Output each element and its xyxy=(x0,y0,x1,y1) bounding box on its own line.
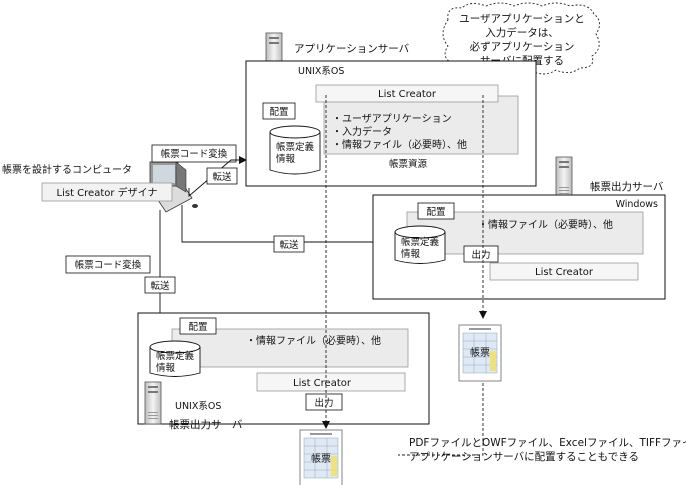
unix-list-creator-label: List Creator xyxy=(293,378,352,389)
windows-server-os: Windows xyxy=(616,199,658,210)
unix-resource-box xyxy=(171,328,409,368)
app-db-line-1: 帳票定義 xyxy=(276,141,315,153)
windows-list-creator-label: List Creator xyxy=(535,267,594,278)
app-item-2: ・入力データ xyxy=(332,125,392,138)
windows-db-line-1: 帳票定義 xyxy=(401,236,440,248)
windows-placement-label: 配置 xyxy=(426,207,445,218)
unix-db-line-1: 帳票定義 xyxy=(156,350,195,362)
unix-server-os: UNIX系OS xyxy=(175,401,221,412)
transfer-tag-2 xyxy=(273,235,305,253)
app-list-creator-label: List Creator xyxy=(378,89,437,100)
windows-output-label: 出力 xyxy=(471,249,490,261)
note-line-2: アプリケーションサーバに配置することもできる xyxy=(409,451,639,463)
unix-placement-label: 配置 xyxy=(188,322,207,333)
app-list-creator-box xyxy=(315,84,499,103)
app-definition-db-icon xyxy=(269,125,321,175)
app-item-3: ・情報ファイル（必要時）、他 xyxy=(332,138,467,151)
unix-server-icon xyxy=(144,381,162,425)
designer-computer-label: 帳票を設計するコンピュータ xyxy=(2,163,132,176)
app-server-title: アプリケーションサーバ xyxy=(294,43,410,55)
unix-output-tag xyxy=(305,393,343,411)
windows-item-1: ・情報ファイル（必要時）、他 xyxy=(478,218,613,231)
designer-app-label: List Creator デザイナ xyxy=(57,186,158,199)
transfer-label-3: 転送 xyxy=(150,280,170,292)
note-line-1: PDFファイルとOWFファイル、Excelファイル、TIFFファイルは xyxy=(409,437,686,449)
transfer-tag-3 xyxy=(144,276,176,294)
arrow-to-windows-server xyxy=(181,205,393,246)
conversion-tag-top xyxy=(151,144,237,163)
windows-server-icon xyxy=(555,156,573,200)
app-db-line-2: 情報 xyxy=(276,153,296,165)
unix-list-creator-box xyxy=(256,372,406,392)
designer-app-box xyxy=(41,182,173,202)
transfer-label-1: 転送 xyxy=(212,171,232,183)
windows-placement-tag xyxy=(417,202,455,220)
report-label-bottom: 帳票 xyxy=(311,452,331,465)
callout-line-1: ユーザアプリケーションと xyxy=(459,13,585,25)
unix-output-label: 出力 xyxy=(314,397,333,409)
unix-placement-tag xyxy=(179,317,217,335)
windows-output-tag xyxy=(463,245,499,263)
windows-definition-db-icon xyxy=(394,225,446,264)
callout-line-3: 必ずアプリケーション xyxy=(470,40,575,53)
app-item-1: ・ユーザアプリケーション xyxy=(332,113,452,125)
transfer-label-2: 転送 xyxy=(279,239,299,251)
unix-db-line-2: 情報 xyxy=(156,362,176,374)
app-resource-label: 帳票資源 xyxy=(389,158,428,170)
unix-server-title: 帳票出力サーバ xyxy=(169,418,243,431)
callout-line-2: 入力データは、 xyxy=(485,26,559,39)
transfer-tag-1 xyxy=(206,167,238,185)
windows-db-line-2: 情報 xyxy=(401,248,421,260)
windows-list-creator-box xyxy=(489,262,639,281)
app-placement-label: 配置 xyxy=(269,107,288,118)
windows-server-title: 帳票出力サーバ xyxy=(590,180,664,193)
callout-cloud: ユーザアプリケーションと 入力データは、 必ずアプリケーション サーバに配置する xyxy=(442,2,600,75)
app-server-os: UNIX系OS xyxy=(298,66,344,77)
conversion-label-left: 帳票コード変換 xyxy=(75,259,142,271)
note-connector xyxy=(398,383,484,456)
conversion-tag-left xyxy=(65,255,151,274)
app-placement-tag xyxy=(262,102,296,120)
report-thumbnail-bottom: 帳票 xyxy=(299,429,343,485)
report-thumbnail-right: 帳票 xyxy=(458,324,502,382)
conversion-label-top: 帳票コード変換 xyxy=(161,148,228,160)
unix-item-1: ・情報ファイル（必要時）、他 xyxy=(246,334,381,347)
report-label-right: 帳票 xyxy=(470,346,490,359)
unix-definition-db-icon xyxy=(149,340,201,377)
